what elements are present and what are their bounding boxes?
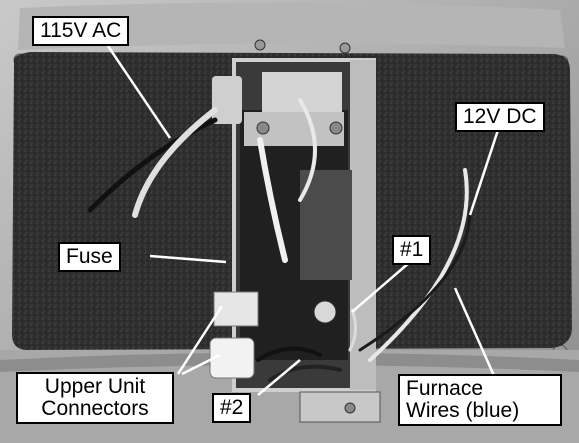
callout-upper-unit-line1: Upper Unit [44,375,146,398]
wire-group [87,98,472,382]
upper-connector-bottom [209,337,255,379]
callout-connector-2: #2 [212,393,252,423]
plate-screw [344,402,356,414]
callout-furnace-line2: Wires (blue) [406,399,520,422]
callout-connector-1: #1 [392,235,432,265]
callout-115v-ac: 115V AC [32,16,130,46]
leader-lines [106,45,500,396]
bottom-plate [299,391,381,423]
callout-12v-dc: 12V DC [455,102,545,132]
callout-connector-2-text: #2 [220,396,244,419]
board-screw [313,300,337,324]
bracket-screw [256,121,270,135]
callout-115v-ac-text: 115V AC [40,19,122,42]
callout-furnace-wires: Furnace Wires (blue) [398,374,562,426]
callout-furnace-line1: Furnace [406,377,484,400]
callout-upper-unit-connectors: Upper Unit Connectors [16,372,174,424]
callout-upper-unit-line2: Connectors [41,397,149,420]
bracket-screw [329,121,343,135]
callout-connector-1-text: #1 [400,238,424,261]
cable-clamp [212,76,242,124]
relay-block [300,170,352,280]
callout-fuse: Fuse [58,242,121,272]
box-screw [254,39,266,51]
callout-12v-dc-text: 12V DC [463,105,537,128]
callout-fuse-text: Fuse [66,245,113,268]
housing-top-lip [18,2,565,50]
box-screw [339,42,351,54]
